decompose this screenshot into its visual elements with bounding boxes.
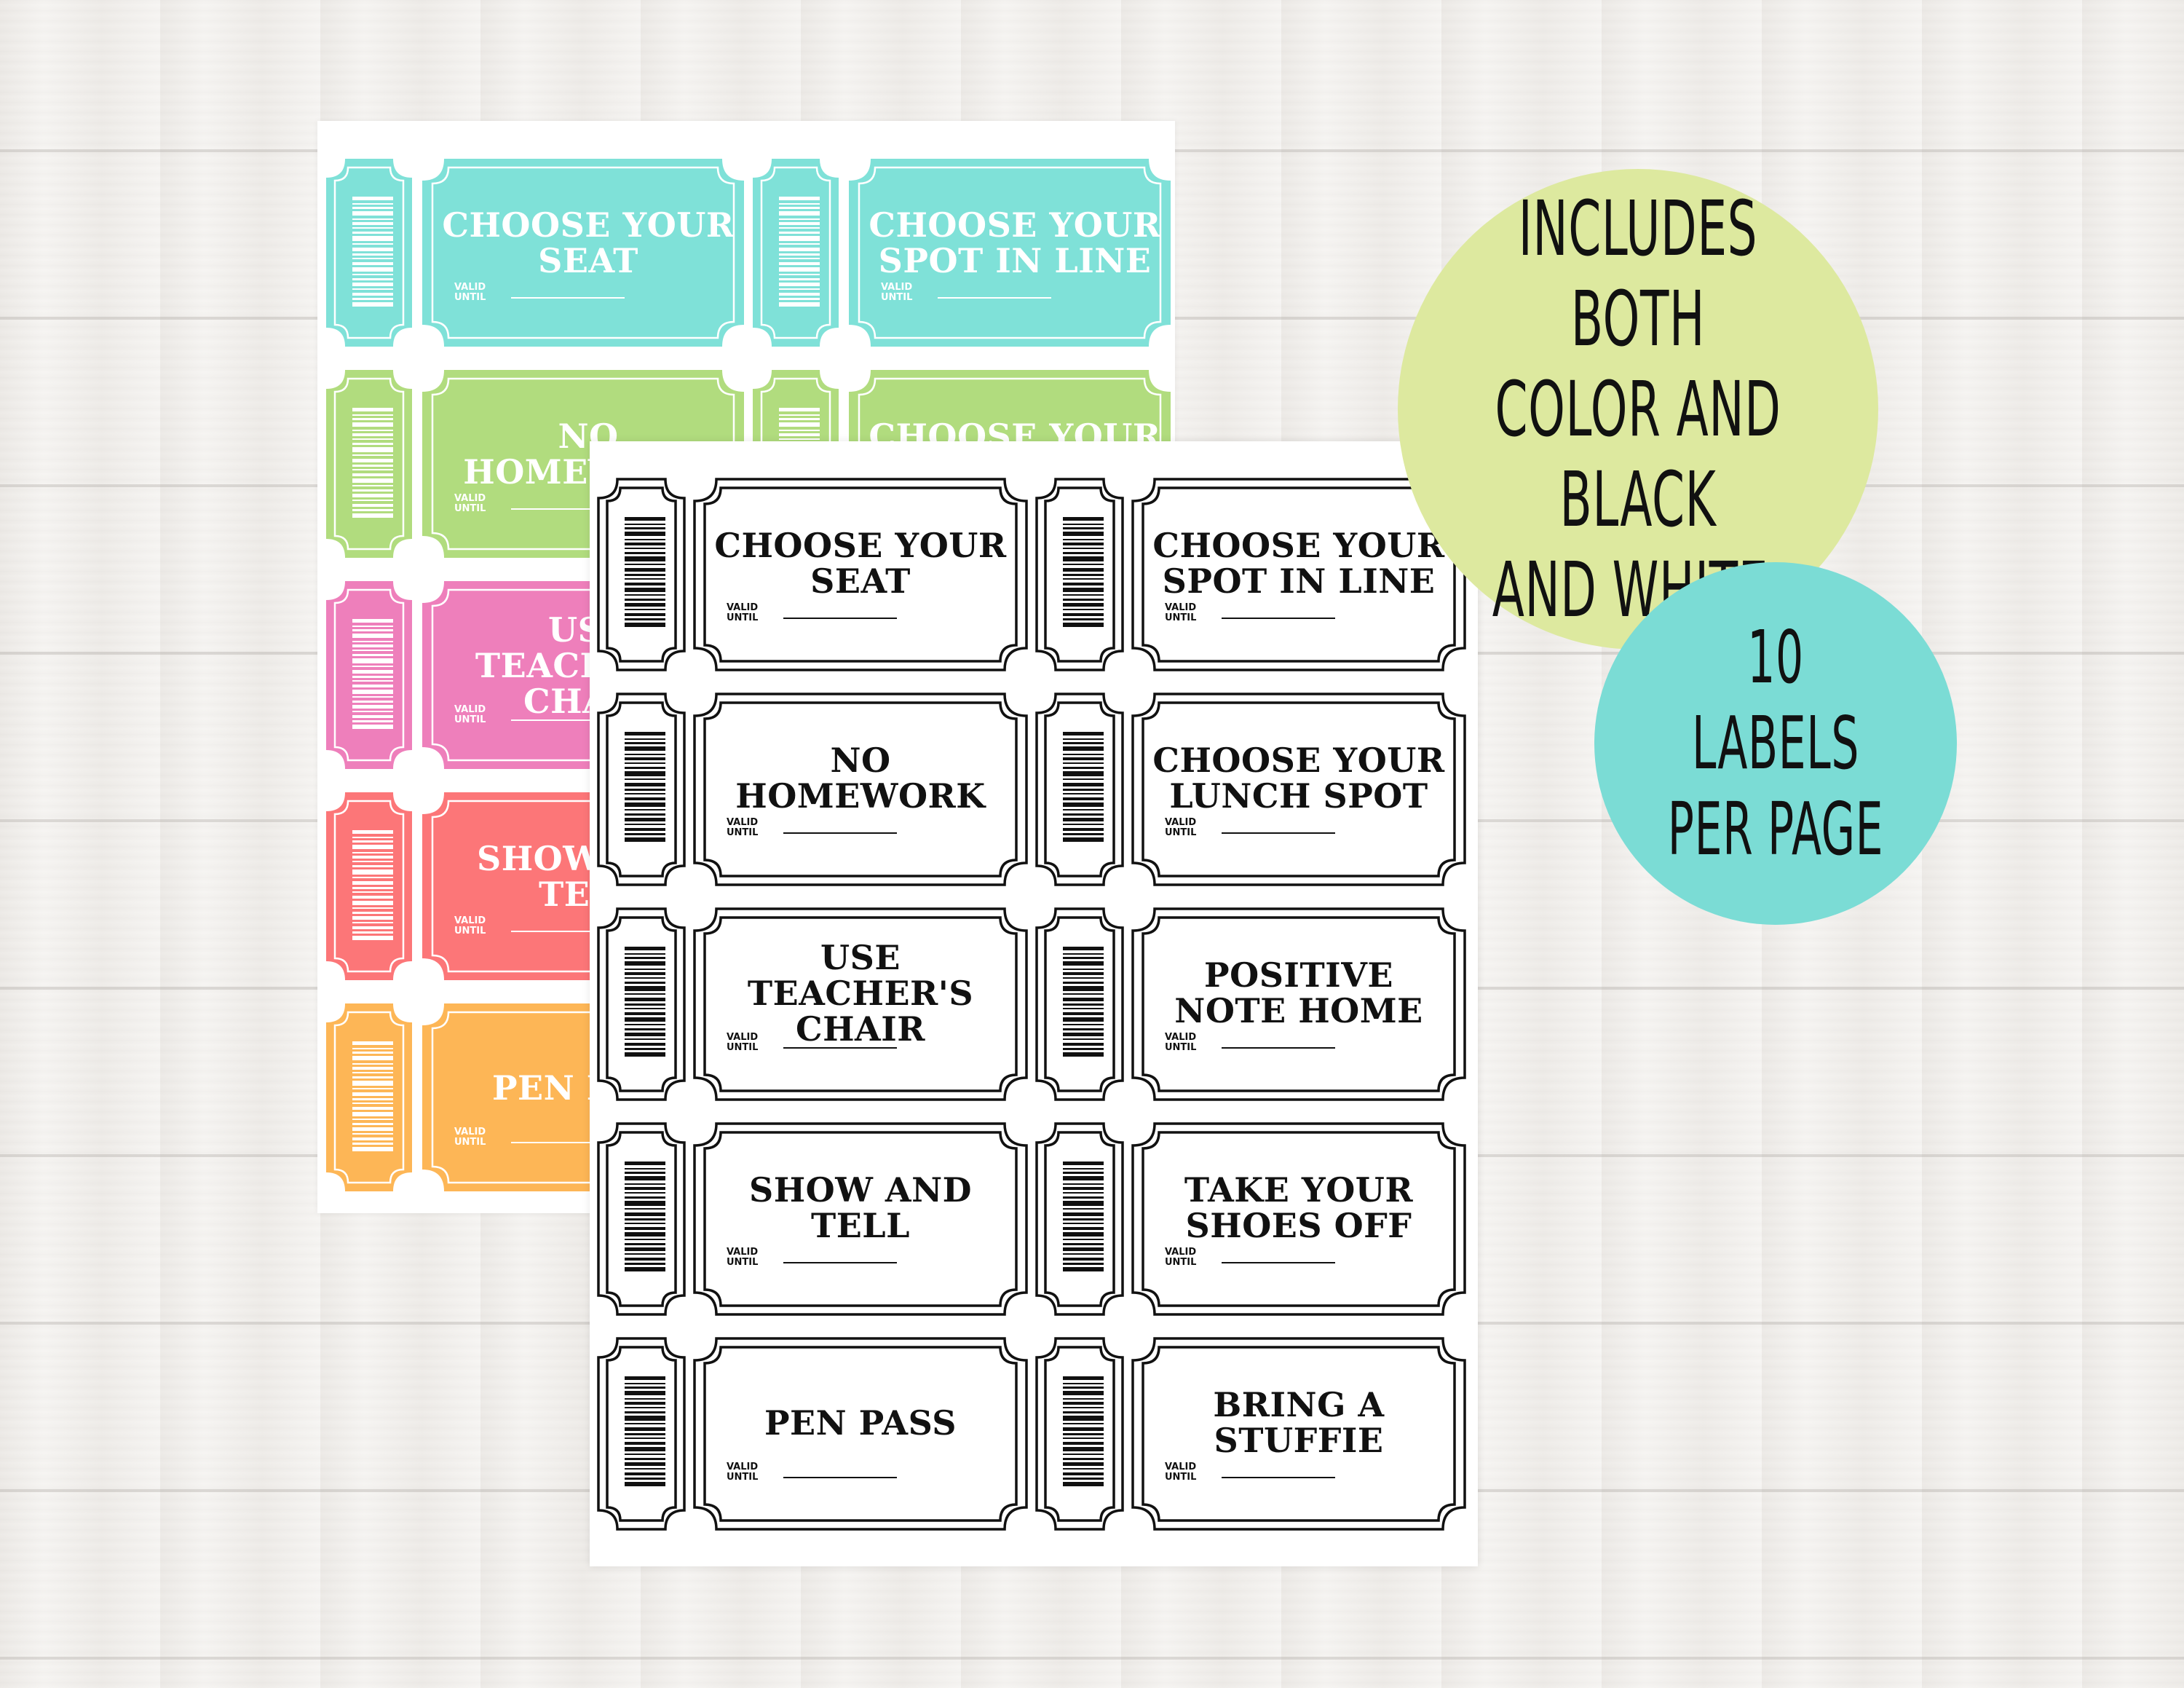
ticket-date-line [1222,1262,1335,1263]
ticket-shape [1035,907,1466,1101]
badge-color-and-bw: INCLUDES BOTH COLOR AND BLACK AND WHITE. [1398,169,1878,650]
ticket-shape [597,1337,1028,1531]
ticket-date-line [783,1262,897,1263]
ticket-title: CHOOSE YOUR SEAT [714,526,1007,601]
ticket-valid-until: VALID UNTIL [727,1032,759,1053]
ticket-title: CHOOSE YOUR SEAT [442,205,735,280]
ticket-date-line [1222,618,1335,619]
ticket-title: CHOOSE YOUR SPOT IN LINE [1152,526,1445,601]
ticket-valid-until: VALID UNTIL [454,915,486,936]
ticket-title: CHOOSE YOUR SPOT IN LINE [869,205,1161,280]
ticket-valid-until: VALID UNTIL [881,282,913,303]
ticket-title: TAKE YOUR SHOES OFF [1184,1170,1414,1245]
badge-labels-per-page: 10 LABELS PER PAGE [1594,562,1957,925]
ticket-valid-until: VALID UNTIL [727,602,759,623]
ticket-valid-until: VALID UNTIL [1165,1032,1197,1053]
ticket-date-line [783,618,897,619]
ticket-shape [1035,1337,1466,1531]
ticket-date-line [511,508,625,510]
ticket-date-line [1222,1047,1335,1049]
ticket-valid-until: VALID UNTIL [454,282,486,303]
ticket-date-line [511,1142,625,1143]
ticket-shape [1035,693,1466,886]
ticket-date-line [1222,1477,1335,1478]
ticket-title: CHOOSE YOUR LUNCH SPOT [1152,741,1445,816]
ticket-valid-until: VALID UNTIL [727,1462,759,1483]
ticket-title: SHOW AND TELL [748,1170,973,1245]
ticket-valid-until: VALID UNTIL [454,1127,486,1148]
ticket-valid-until: VALID UNTIL [1165,1462,1197,1483]
ticket-title: USE TEACHER'S CHAIR [747,937,974,1049]
ticket-shape [753,159,1171,347]
ticket-valid-until: VALID UNTIL [1165,602,1197,623]
ticket-date-line [783,1047,897,1049]
ticket-valid-until: VALID UNTIL [1165,1247,1197,1268]
ticket-valid-until: VALID UNTIL [454,493,486,514]
ticket-shape [597,693,1028,886]
ticket-title: NO HOMEWORK [735,741,986,816]
ticket-shape [326,159,744,347]
ticket-date-line [938,297,1051,299]
ticket-shape [597,1122,1028,1316]
ticket-valid-until: VALID UNTIL [727,817,759,838]
ticket-valid-until: VALID UNTIL [1165,817,1197,838]
ticket-valid-until: VALID UNTIL [454,704,486,725]
ticket-title: POSITIVE NOTE HOME [1174,955,1423,1030]
ticket-shape [597,907,1028,1101]
badge-labels-per-page-text: 10 LABELS PER PAGE [1667,615,1884,872]
ticket: BRING A STUFFIE VALID UNTIL [1035,1337,1466,1531]
ticket-date-line [511,931,625,932]
ticket-shape [597,478,1028,671]
ticket-date-line [783,832,897,834]
ticket-title: PEN PASS [764,1403,957,1443]
ticket-shape [1035,1122,1466,1316]
ticket-date-line [511,297,625,299]
ticket-date-line [511,719,625,721]
ticket-shape [1035,478,1466,671]
ticket-title: BRING A STUFFIE [1213,1385,1385,1460]
ticket-date-line [1222,832,1335,834]
ticket-date-line [783,1477,897,1478]
ticket-valid-until: VALID UNTIL [727,1247,759,1268]
